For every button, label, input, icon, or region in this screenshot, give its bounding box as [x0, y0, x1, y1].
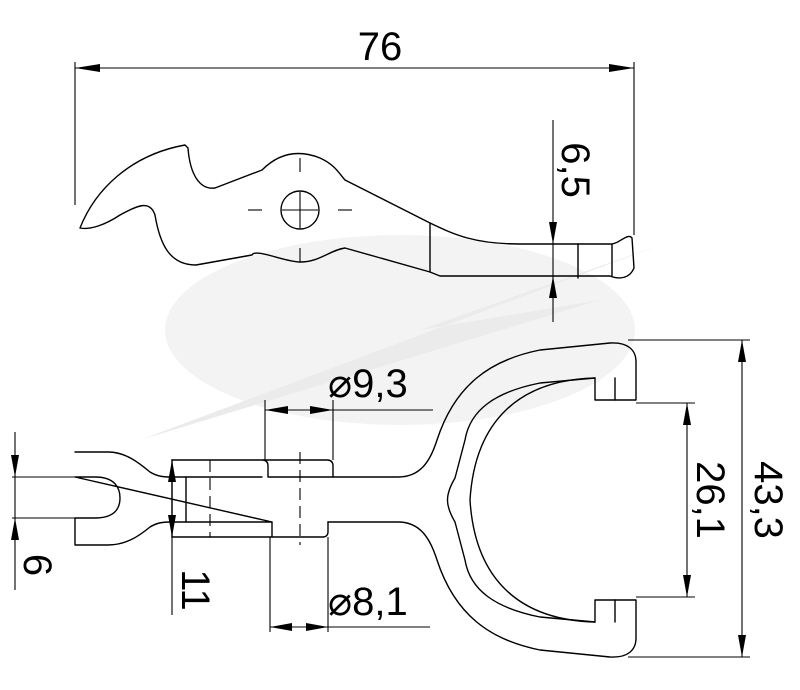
- dim-9-3-label: ⌀9,3: [328, 362, 408, 406]
- dim-6-label: 6: [15, 554, 59, 576]
- dim-8-1-label: ⌀8,1: [328, 580, 408, 624]
- dim-43-3-label: 43,3: [746, 461, 790, 539]
- dimension-shaft-height: 11: [168, 460, 217, 615]
- dimension-inner-span: 26,1: [636, 402, 732, 598]
- dimension-overall-length: 76: [74, 25, 635, 235]
- dim-6-5-label: 6,5: [553, 142, 597, 198]
- pivot-hole: [280, 190, 320, 230]
- watermark-logo: [140, 235, 660, 440]
- side-view-lever: [79, 144, 635, 279]
- dimension-bore-bottom: ⌀8,1: [269, 537, 430, 632]
- dim-11-label: 11: [173, 569, 217, 611]
- dimension-outer-span: 43,3: [628, 339, 790, 658]
- dimension-bore-top: ⌀9,3: [264, 362, 433, 460]
- dimension-tip-thickness: 6,5: [549, 120, 597, 322]
- dim-76-label: 76: [358, 25, 403, 69]
- dimension-slot-width: 6: [11, 432, 75, 590]
- dim-26-1-label: 26,1: [688, 461, 732, 539]
